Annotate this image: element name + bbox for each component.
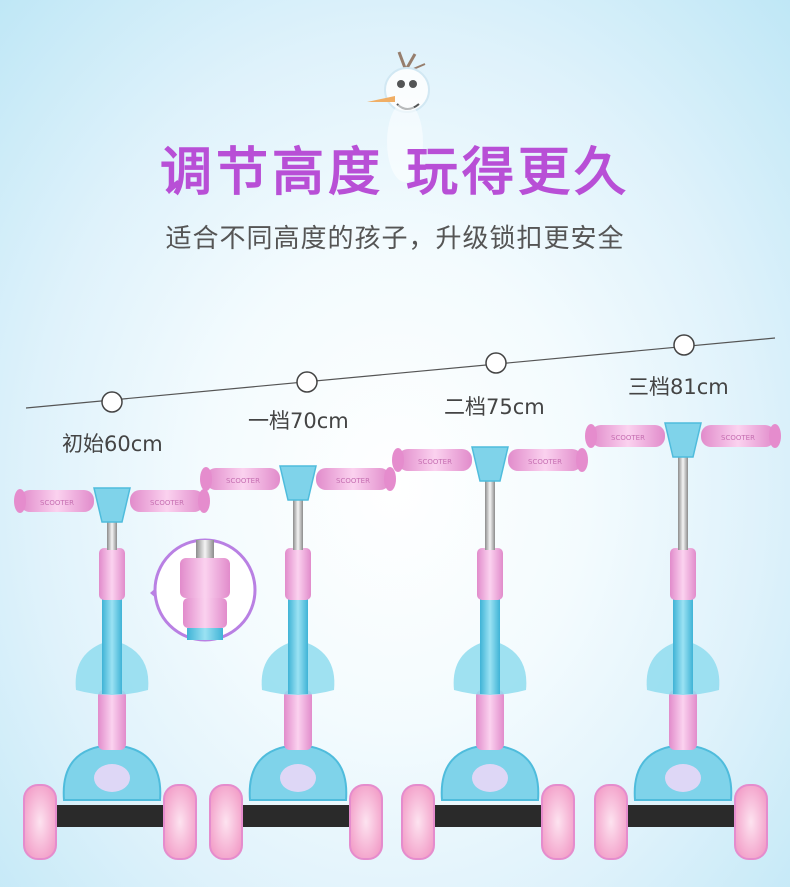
metal-pole xyxy=(293,492,303,550)
wheel-right xyxy=(734,784,768,860)
metal-pole xyxy=(678,448,688,550)
grip-cap-left xyxy=(200,467,212,491)
grip-cap-right xyxy=(384,467,396,491)
height-marker-2 xyxy=(296,371,318,393)
wheel-left xyxy=(594,784,628,860)
height-label-initial: 初始60cm xyxy=(62,432,163,456)
grip-left xyxy=(591,425,665,447)
grip-text-right: SCOOTER xyxy=(150,499,184,507)
grip-text-right: SCOOTER xyxy=(336,477,370,485)
grip-text-left: SCOOTER xyxy=(611,434,645,442)
t-joint xyxy=(93,487,131,523)
character-emblem-icon xyxy=(472,764,508,792)
character-emblem-icon xyxy=(280,764,316,792)
deck xyxy=(420,805,560,827)
stem-tube xyxy=(480,598,500,694)
height-label-level-1: 一档70cm xyxy=(248,409,349,433)
page-subtitle: 适合不同高度的孩子，升级锁扣更安全 xyxy=(165,224,625,254)
character-emblem-icon xyxy=(94,764,130,792)
grip-cap-right xyxy=(198,489,210,513)
grip-right xyxy=(508,449,582,471)
grip-cap-left xyxy=(392,448,404,472)
height-clamp xyxy=(670,548,696,600)
scooter-4: SCOOTER SCOOTER xyxy=(585,422,781,860)
metal-pole xyxy=(107,515,117,550)
metal-pole xyxy=(485,472,495,550)
height-guide-line xyxy=(25,337,776,409)
wheel-right xyxy=(349,784,383,860)
wheel-right xyxy=(541,784,575,860)
grip-text-left: SCOOTER xyxy=(226,477,260,485)
grip-text-left: SCOOTER xyxy=(418,458,452,466)
grip-right xyxy=(701,425,775,447)
lower-joint xyxy=(476,690,504,750)
grip-cap-right xyxy=(769,424,781,448)
grip-text-left: SCOOTER xyxy=(40,499,74,507)
stem-tube xyxy=(673,598,693,694)
grip-text-right: SCOOTER xyxy=(721,434,755,442)
grip-left xyxy=(20,490,94,512)
grip-left xyxy=(206,468,280,490)
t-joint xyxy=(664,422,702,458)
deck xyxy=(228,805,368,827)
wheel-left xyxy=(209,784,243,860)
deck xyxy=(613,805,753,827)
grip-right xyxy=(316,468,390,490)
lower-joint xyxy=(98,690,126,750)
grip-text-right: SCOOTER xyxy=(528,458,562,466)
stem-tube xyxy=(288,598,308,694)
lower-joint xyxy=(284,690,312,750)
scooter-3: SCOOTER SCOOTER xyxy=(392,446,588,860)
height-label-level-2: 二档75cm xyxy=(444,395,545,419)
wheel-left xyxy=(401,784,435,860)
scooter-1: SCOOTER SCOOTER xyxy=(14,487,210,860)
height-clamp xyxy=(99,548,125,600)
t-joint xyxy=(471,446,509,482)
scooter-2: SCOOTER SCOOTER xyxy=(200,465,396,860)
stem-tube xyxy=(102,598,122,694)
height-label-level-3: 三档81cm xyxy=(628,375,729,399)
snowman-mascot-icon xyxy=(367,51,430,182)
grip-left xyxy=(398,449,472,471)
grip-right xyxy=(130,490,204,512)
wheel-left xyxy=(23,784,57,860)
height-marker-1 xyxy=(101,391,123,413)
height-clamp xyxy=(285,548,311,600)
height-marker-3 xyxy=(485,352,507,374)
height-clamp xyxy=(477,548,503,600)
height-marker-4 xyxy=(673,334,695,356)
grip-cap-left xyxy=(585,424,597,448)
grip-cap-left xyxy=(14,489,26,513)
wheel-right xyxy=(163,784,197,860)
grip-cap-right xyxy=(576,448,588,472)
t-joint xyxy=(279,465,317,501)
lock-clamp-zoom-icon xyxy=(150,538,257,642)
lower-joint xyxy=(669,690,697,750)
character-emblem-icon xyxy=(665,764,701,792)
page-title: 调节高度 玩得更久 xyxy=(159,143,631,203)
deck xyxy=(42,805,182,827)
